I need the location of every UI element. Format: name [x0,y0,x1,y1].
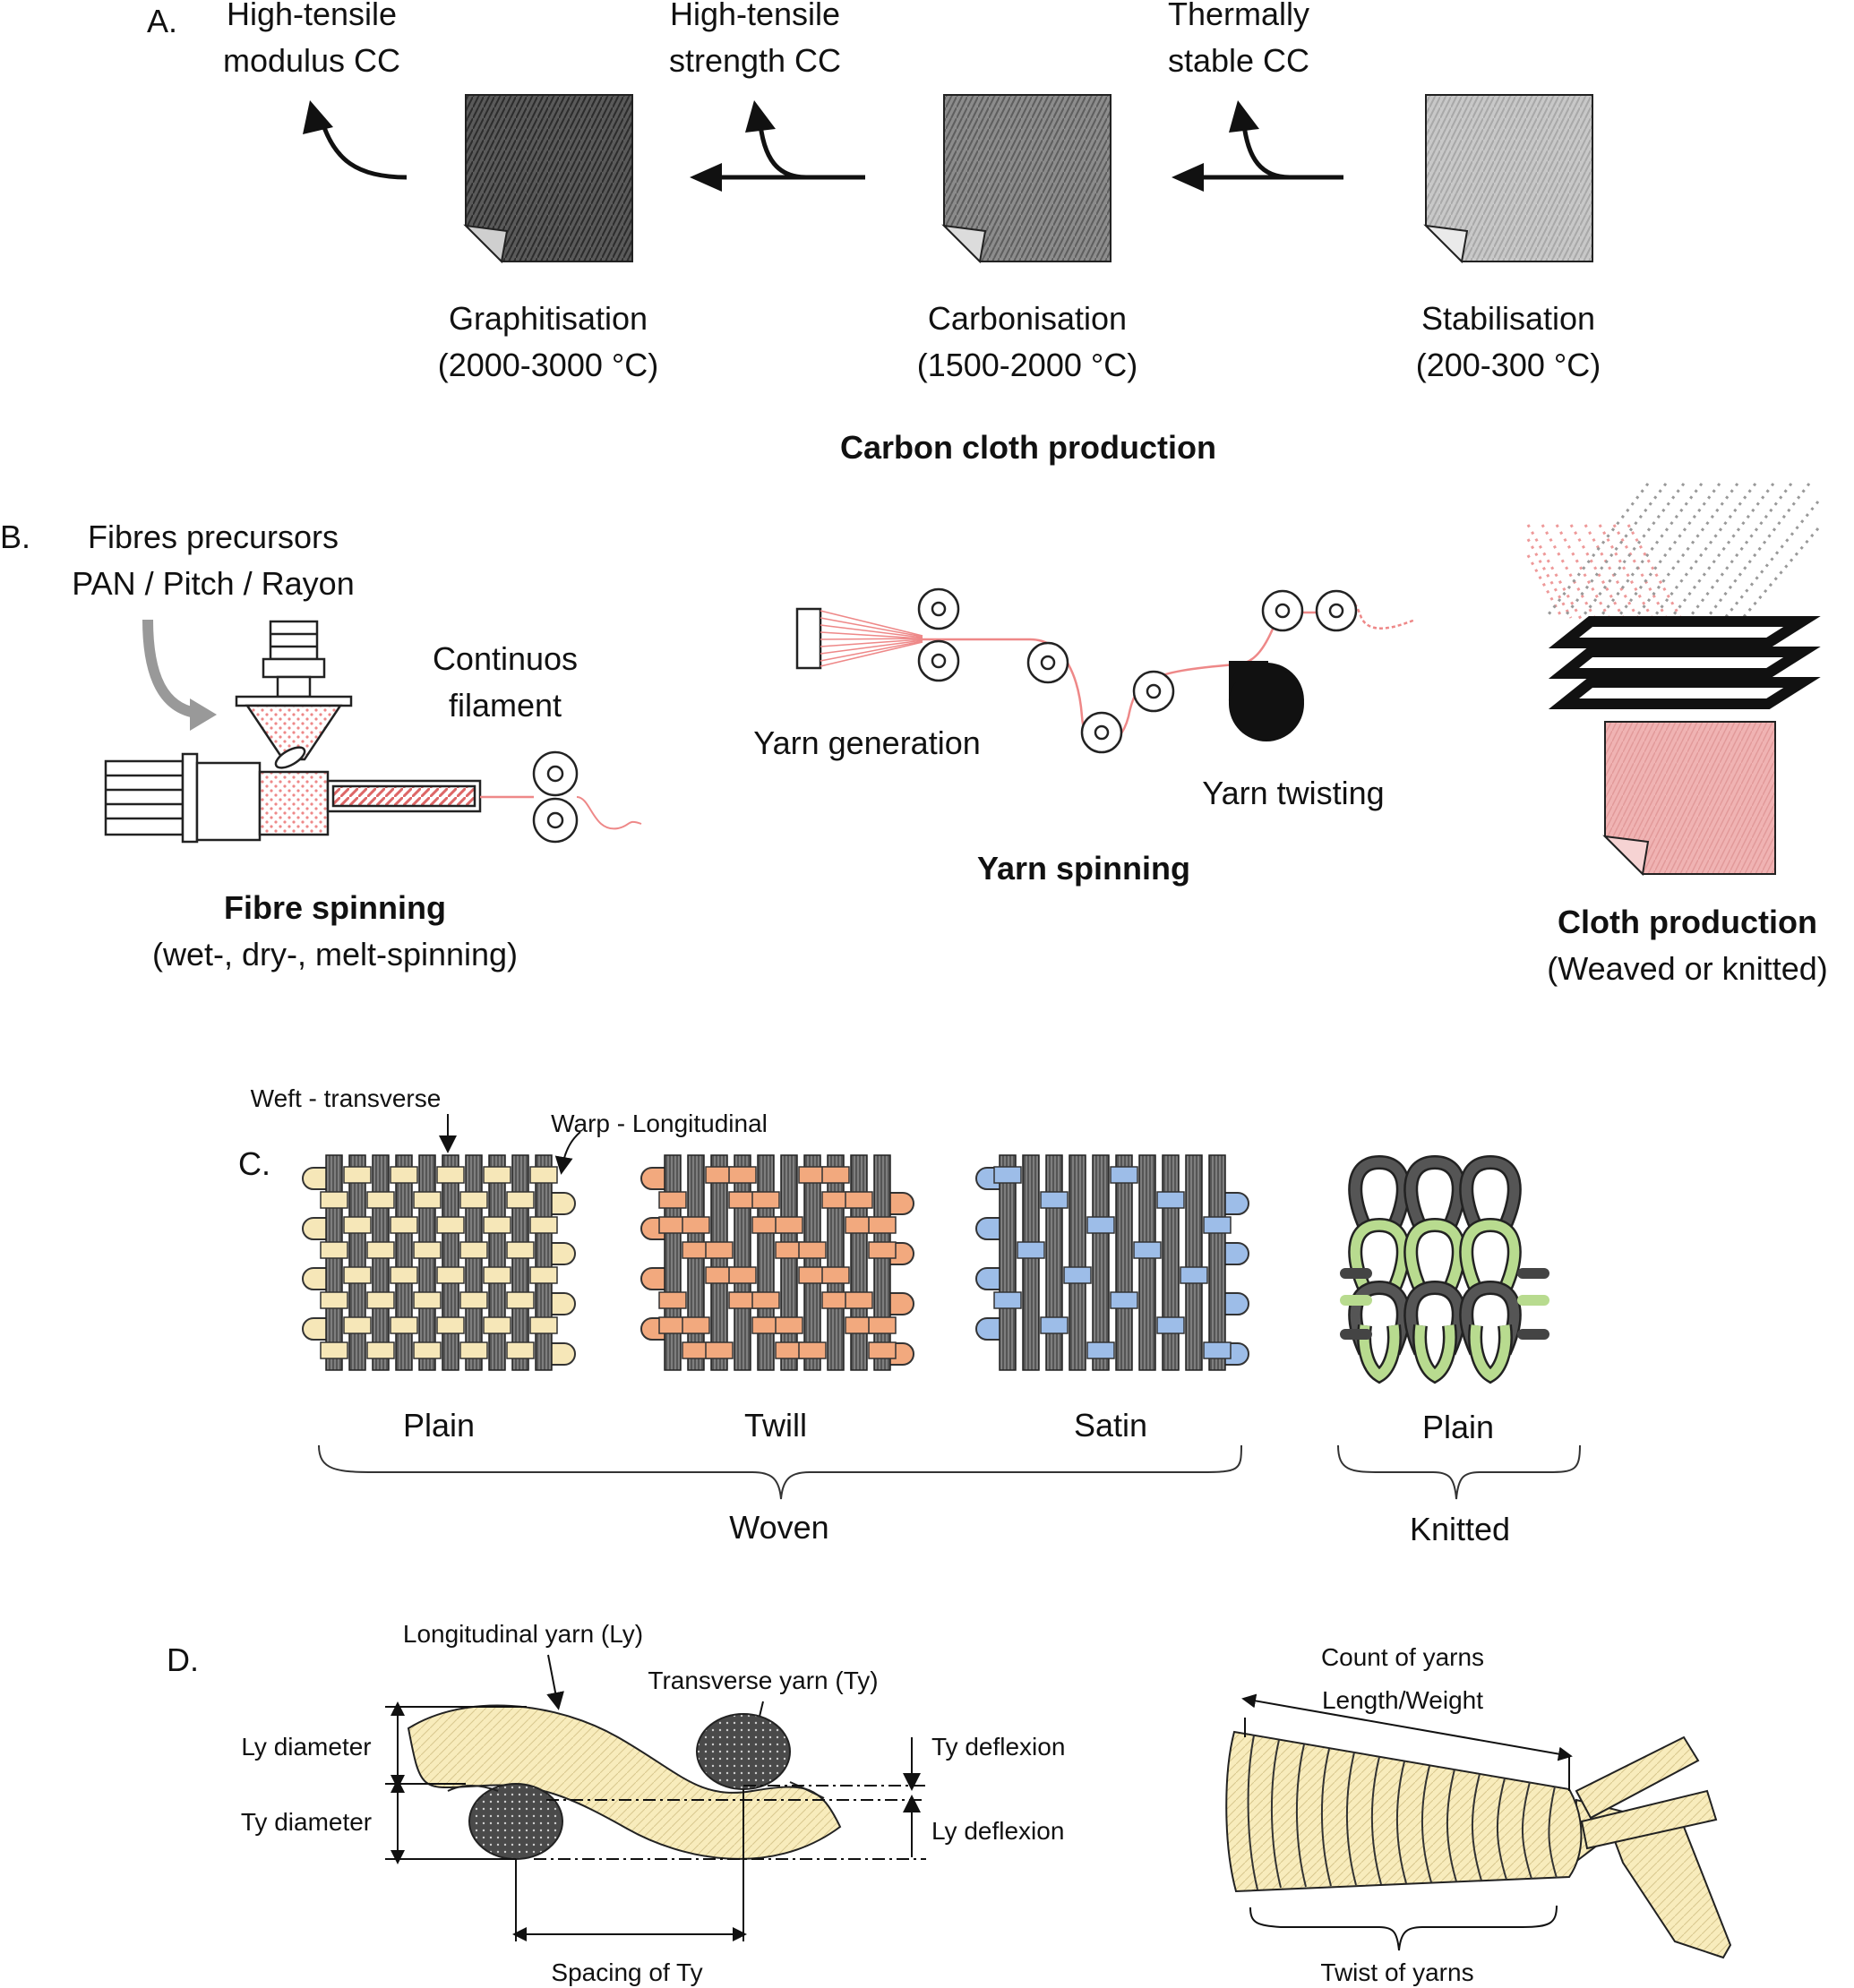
warp-label: Warp - Longitudinal [551,1110,768,1137]
ty-deflexion-label: Ty deflexion [931,1733,1065,1761]
filament-rollers [532,750,579,844]
woven-brace [318,1444,1242,1500]
process-arrows [303,100,1343,192]
panel-d: D. Longitudinal yarn (Ly) Transverse yar… [167,1620,1732,1986]
warp-pointer [554,1131,581,1175]
filament-label-2: filament [449,687,562,724]
yarn-cross-section [407,1704,842,1860]
graphitised-cloth-icon [463,94,633,264]
pink-cloth-icon [1602,721,1776,877]
ly-pointer [546,1654,564,1710]
fabric-label-satin: Satin [1074,1407,1147,1444]
ty-label: Transverse yarn (Ty) [648,1667,878,1694]
ly-label: Longitudinal yarn (Ly) [403,1620,643,1648]
panel-c-letter: C. [238,1145,270,1182]
panel-b: B. Fibres precursors PAN / Pitch / Rayon [0,483,1828,987]
feed-arrow [142,619,217,731]
precursor-line-1: Fibres precursors [88,518,339,555]
twill-weave-swatch [640,1154,914,1371]
fibre-spinning-title: Fibre spinning [224,889,446,926]
plain-weave-swatch [302,1154,576,1371]
twist-label: Twist of yarns [1320,1958,1473,1986]
yarn-generation-label: Yarn generation [753,724,981,761]
stabilised-cloth-icon [1423,94,1593,264]
twisted-yarn-drawing [1225,1730,1732,1959]
step-stabilisation-temp: (200-300 °C) [1416,347,1601,383]
label-thermal-2: stable CC [1168,42,1309,79]
label-thermal-1: Thermally [1168,0,1309,32]
ty-diameter-label: Ty diameter [241,1808,372,1836]
step-carbonisation: Carbonisation [928,300,1127,337]
spacing-label: Spacing of Ty [551,1958,702,1986]
dimension-lines [385,1701,926,1941]
fabric-label-knit-plain: Plain [1422,1409,1494,1445]
knitted-group-label: Knitted [1410,1511,1510,1547]
fabric-label-plain: Plain [403,1407,475,1444]
label-strength-2: strength CC [669,42,841,79]
panel-b-letter: B. [0,518,30,555]
label-modulus-1: High-tensile [227,0,397,32]
carbonised-cloth-icon [941,94,1112,264]
panel-d-letter: D. [167,1641,199,1678]
precursor-line-2: PAN / Pitch / Rayon [72,565,354,602]
yarn-spinning-title: Yarn spinning [977,850,1190,887]
step-graphitisation-temp: (2000-3000 °C) [438,347,659,383]
count-label-2: Length/Weight [1322,1686,1483,1714]
ly-diameter-label: Ly diameter [241,1733,371,1761]
panel-a-letter: A. [147,3,177,39]
loom-frames [1548,616,1821,709]
count-label-1: Count of yarns [1321,1643,1484,1671]
panel-c: C. Weft - transverse Warp - Longitudinal… [238,1084,1581,1547]
weft-label: Weft - transverse [251,1084,442,1112]
fabric-label-twill: Twill [744,1407,807,1444]
yarn-spinning-machine [795,587,1416,754]
satin-weave-swatch [975,1154,1249,1371]
loom-yarns [1526,483,1820,628]
filament-label-1: Continuos [433,640,578,677]
woven-group-label: Woven [729,1509,828,1546]
cloth-production-sub: (Weaved or knitted) [1547,950,1827,987]
knitted-swatch [1340,1154,1549,1384]
fibre-spinning-sub: (wet-, dry-, melt-spinning) [152,936,518,973]
panel-a: A. High-tensile modulus CC High-tensile … [147,0,1601,466]
extruder-machine [104,620,482,844]
yarn-twisting-label: Yarn twisting [1202,775,1384,811]
label-modulus-2: modulus CC [223,42,400,79]
ly-deflexion-label: Ly deflexion [931,1817,1064,1845]
knitted-brace [1337,1444,1581,1500]
step-stabilisation: Stabilisation [1421,300,1595,337]
yarn-dimension-lines [1241,1693,1573,1951]
step-graphitisation: Graphitisation [449,300,648,337]
step-carbonisation-temp: (1500-2000 °C) [917,347,1138,383]
panel-a-title: Carbon cloth production [840,429,1216,466]
cloth-production-title: Cloth production [1558,904,1817,940]
label-strength-1: High-tensile [670,0,840,32]
filament-tail [576,796,642,830]
